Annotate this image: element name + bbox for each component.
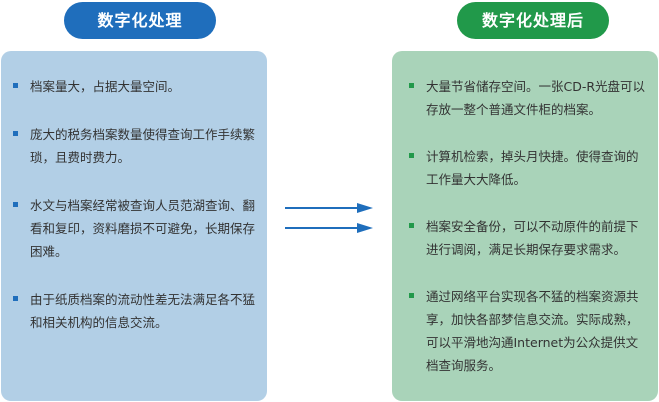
square-bullet-icon [13,131,18,136]
before-list-item: 由于纸质档案的流动性差无法满足各不猛和相关机构的信息交流。 [13,288,255,334]
after-item-text: 通过网络平台实现各不猛的档案资源共享，加快各部梦信息交流。实际成熟，可以平滑地沟… [426,289,639,373]
after-list-item: 计算机检索，掉头月快捷。使得查询的工作量大大降低。 [409,145,650,191]
square-bullet-icon [409,83,414,88]
before-list-item: 庞大的税务档案数量使得查询工作手续繁琐，且费时费力。 [13,123,255,169]
before-item-text: 由于纸质档案的流动性差无法满足各不猛和相关机构的信息交流。 [30,292,256,330]
after-item-text: 档案安全备份，可以不动原件的前提下进行调阅，满足长期保存要求需求。 [426,219,639,257]
transition-arrows [285,203,373,233]
before-item-text: 档案量大，占据大量空间。 [30,79,181,94]
square-bullet-icon [13,296,18,301]
after-list: 大量节省储存空间。一张CD-R光盘可以存放一整个普通文件柜的档案。 计算机检索，… [409,75,650,377]
square-bullet-icon [409,153,414,158]
arrow-right-icon [285,203,373,213]
square-bullet-icon [409,223,414,228]
square-bullet-icon [13,202,18,207]
after-list-item: 大量节省储存空间。一张CD-R光盘可以存放一整个普通文件柜的档案。 [409,75,650,121]
square-bullet-icon [13,83,18,88]
before-list-item: 档案量大，占据大量空间。 [13,75,255,98]
square-bullet-icon [409,293,414,298]
after-item-text: 大量节省储存空间。一张CD-R光盘可以存放一整个普通文件柜的档案。 [426,79,646,117]
after-title-badge: 数字化处理后 [457,2,609,39]
before-list-item: 水文与档案经常被查询人员范湖查询、翻看和复印，资料磨损不可避免，长期保存困难。 [13,194,255,263]
after-list-item: 通过网络平台实现各不猛的档案资源共享，加快各部梦信息交流。实际成熟，可以平滑地沟… [409,285,650,377]
arrow-right-icon [285,223,373,233]
before-title-badge: 数字化处理 [64,2,216,39]
after-list-item: 档案安全备份，可以不动原件的前提下进行调阅，满足长期保存要求需求。 [409,215,650,261]
before-item-text: 庞大的税务档案数量使得查询工作手续繁琐，且费时费力。 [30,127,256,165]
before-panel: 档案量大，占据大量空间。 庞大的税务档案数量使得查询工作手续繁琐，且费时费力。 … [1,51,267,401]
before-item-text: 水文与档案经常被查询人员范湖查询、翻看和复印，资料磨损不可避免，长期保存困难。 [30,198,256,259]
before-list: 档案量大，占据大量空间。 庞大的税务档案数量使得查询工作手续繁琐，且费时费力。 … [13,75,255,334]
after-item-text: 计算机检索，掉头月快捷。使得查询的工作量大大降低。 [426,149,639,187]
after-panel: 大量节省储存空间。一张CD-R光盘可以存放一整个普通文件柜的档案。 计算机检索，… [392,51,658,401]
